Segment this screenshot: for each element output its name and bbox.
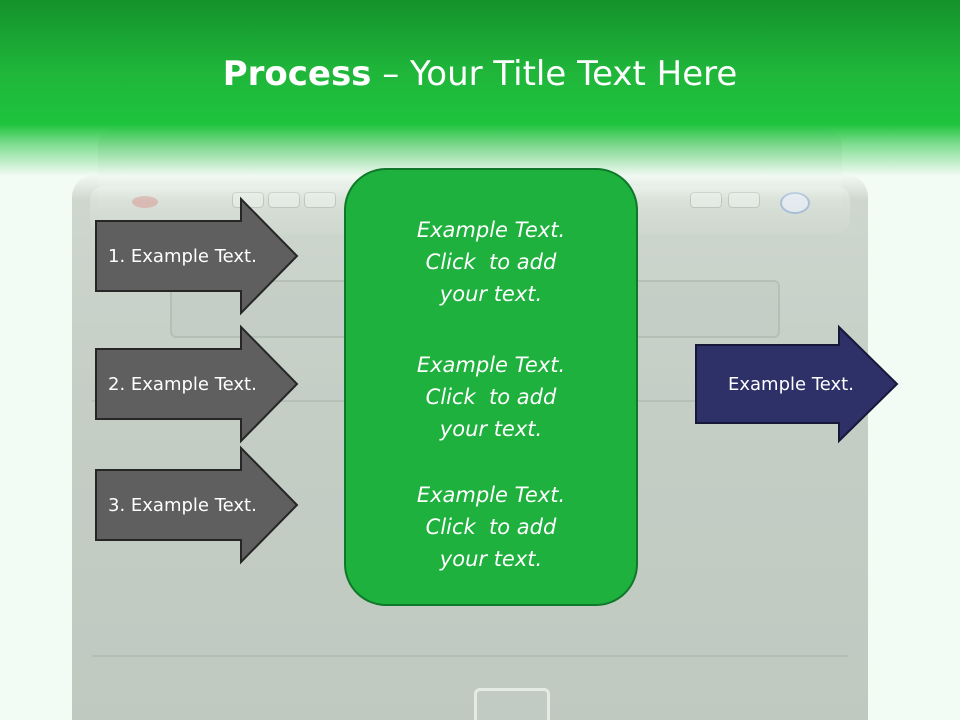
printer-tray-handle: [474, 688, 550, 720]
process-arrow-label: 2. Example Text.: [108, 373, 257, 395]
arrow-shape: [95, 196, 299, 316]
center-text-block-3[interactable]: Example Text. Click to add your text.: [416, 483, 566, 571]
header-band: [0, 0, 960, 200]
process-arrow-1[interactable]: 1. Example Text.: [95, 196, 299, 316]
process-arrow-label: 1. Example Text.: [108, 245, 257, 267]
printer-seam: [92, 655, 848, 657]
arrow-shape: [95, 324, 299, 444]
process-arrow-label: 3. Example Text.: [108, 494, 257, 516]
center-text-block-1[interactable]: Example Text. Click to add your text.: [416, 218, 566, 306]
process-arrow-2[interactable]: 2. Example Text.: [95, 324, 299, 444]
process-arrow-3[interactable]: 3. Example Text.: [95, 445, 299, 565]
slide-title[interactable]: Process – Your Title Text Here: [0, 52, 960, 96]
slide-title-bold: Process: [222, 54, 372, 94]
result-arrow-label: Example Text.: [728, 373, 854, 395]
arrow-shape: [95, 445, 299, 565]
center-text-block-2[interactable]: Example Text. Click to add your text.: [416, 353, 566, 441]
center-content-box[interactable]: Example Text. Click to add your text. Ex…: [344, 168, 638, 606]
slide-title-rest: – Your Title Text Here: [371, 54, 738, 94]
arrow-shape: [695, 324, 899, 444]
result-arrow[interactable]: Example Text.: [695, 324, 899, 444]
